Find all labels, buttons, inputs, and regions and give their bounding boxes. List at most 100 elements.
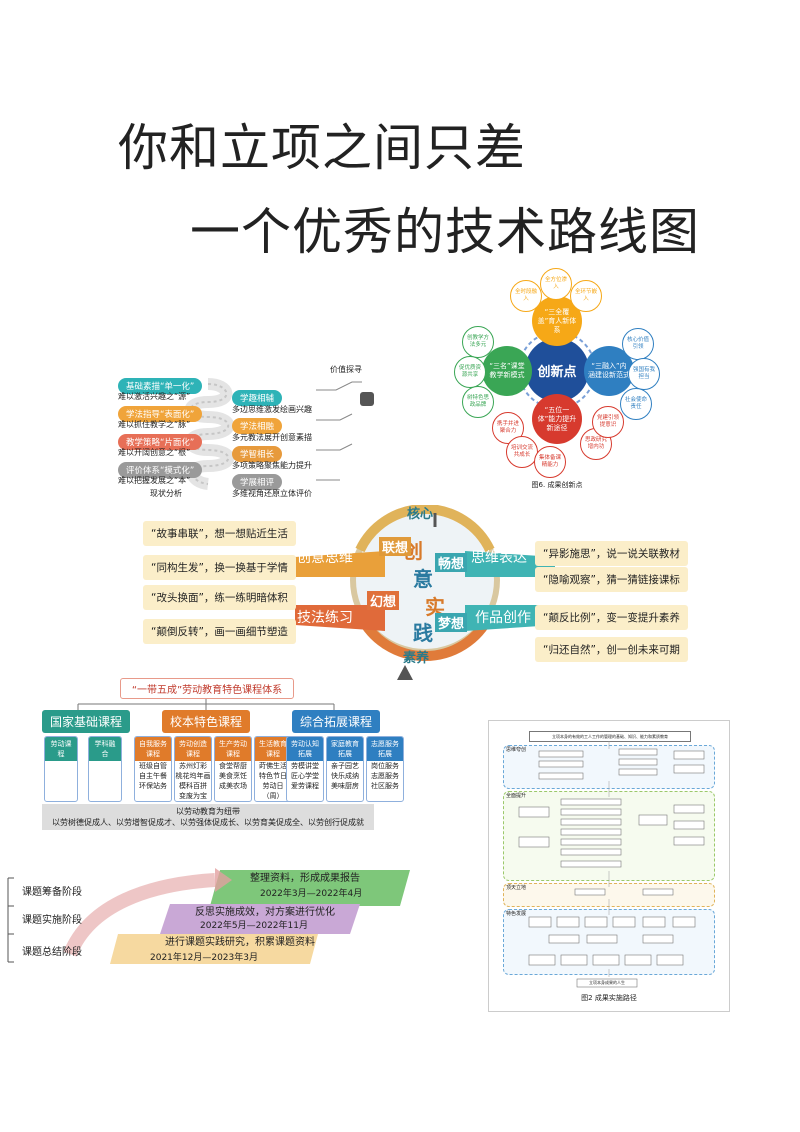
step-3-date: 2021年12月—2023年3月 (150, 953, 258, 963)
flow-section-3-label: 顶天立地 (506, 885, 527, 891)
right-item-2-pill: 学法相融 (232, 418, 283, 434)
top-label: 价值探寻 (330, 365, 362, 374)
label-lianxiang: 联想 (379, 537, 412, 556)
labor-col-item: 特色节日 (259, 772, 287, 780)
right-item-4-sub: 多维视角还原立体评价 (232, 489, 312, 498)
labor-col-head: 劳动课程 (45, 737, 77, 761)
labor-col-extend-1: 劳动认知拓展劳模讲堂匠心学堂爱劳课程 (286, 736, 324, 802)
section-chuangyi: 创意思维 (297, 550, 353, 566)
labor-col-item: 班级自管 (139, 762, 167, 770)
radial-big-circle-2: “三名”课堂教学新模式 (482, 346, 532, 396)
left-item-2-pill: 学法指导“表面化” (118, 406, 203, 422)
stages-graphic (7, 868, 410, 964)
right-box-4: “归还自然”，创一创未来可期 (535, 637, 688, 662)
label-changxiang: 畅想 (435, 553, 468, 572)
labor-col-head: 自我服务课程 (135, 737, 171, 761)
labor-bottom-title: 以劳动教育为纽带 (176, 807, 240, 816)
radial-small-circle-5: 促优质资源共享 (454, 356, 486, 388)
innovation-radial: 创新点 图6. 成果创新点 “三全覆盖”育人新体系“三名”课堂教学新模式“三融入… (452, 268, 662, 493)
labor-col-item: 桃花坞年画 (175, 772, 211, 780)
flow-bottom-box: 立项本身成果的人生 (589, 980, 625, 985)
labor-col-item: 匠心学堂 (291, 772, 319, 780)
labor-col-item: 劳动日（周） (262, 782, 284, 800)
radial-small-circle-4: 创教学方法多元 (462, 326, 494, 358)
labor-col-head: 志愿服务拓展 (367, 737, 403, 761)
radial-small-circle-8: 强国有我担当 (628, 358, 660, 390)
group-basic: 国家基础课程 (42, 710, 131, 733)
labor-col-item: 自主午餐 (139, 772, 167, 780)
labor-col-item: 莳佛生活 (259, 762, 287, 770)
left-box-3: “改头换面”，练一练明暗体积 (143, 585, 296, 610)
labor-col-item: 成美农场 (219, 782, 247, 790)
title-line2: 一个优秀的技术路线图 (190, 203, 700, 261)
labor-col-item: 美味厨房 (331, 782, 359, 790)
labor-col-head: 生活教育课程 (255, 737, 291, 761)
labor-col-item: 爱劳课程 (291, 782, 319, 790)
labor-bottom: 以劳动教育为纽带 以劳树德促成人、以劳增智促成才、以劳强体促成长、以劳育美促成全… (42, 804, 374, 830)
center-char-4: 践 (413, 621, 433, 645)
left-box-4: “颠倒反转”，画一画细节塑造 (143, 619, 296, 644)
flow-section-2-label: 全面提升 (506, 793, 527, 799)
flowchart-panel: 立项本身的有效的工人工作的管理的基础、知识、能力和素质教育 思维夸创 全面提升 … (488, 720, 730, 1012)
right-item-4-pill: 学展相评 (232, 474, 283, 490)
labor-lines (77, 696, 335, 710)
labor-col-item: 苏州灯彩 (179, 762, 207, 770)
labor-col-extend-2: 家庭教育拓展亲子园艺快乐成纳美味厨房 (326, 736, 364, 802)
stage-label-1: 课题筹备阶段 (22, 887, 82, 898)
stages-diagram: 课题筹备阶段 课题实施阶段 课题总结阶段 整理资料，形成成果报告 2022年3月… (0, 864, 420, 974)
labor-col-extend-3: 志愿服务拓展岗位服务志愿服务社区服务 (366, 736, 404, 802)
right-box-3: “颠反比例”，变一变提升素养 (535, 605, 688, 630)
section-siwei: 思维表达 (471, 550, 527, 566)
radial-small-circle-2: 全时段融入 (510, 280, 542, 312)
right-box-1: “异影施思”，说一说关联教材 (535, 541, 688, 566)
flow-caption: 图2 成果实施路径 (581, 994, 637, 1002)
labor-col-head: 生产劳动课程 (215, 737, 251, 761)
creative-top: 核心 (407, 507, 434, 522)
group-extend: 综合拓展课程 (292, 710, 381, 733)
right-item-1-pill: 学趣相辅 (232, 390, 283, 406)
stage-label-2: 课题实施阶段 (22, 915, 82, 926)
labor-col-item: 社区服务 (371, 782, 399, 790)
radial-caption: 图6. 成果创新点 (531, 481, 583, 489)
left-item-3-sub: 难以开阔创意之“根” (118, 448, 191, 457)
labor-col-head: 劳动创造课程 (175, 737, 211, 761)
left-item-1-sub: 难以激活兴趣之“源” (118, 392, 191, 401)
labor-col-item: 亲子园艺 (331, 762, 359, 770)
labor-col-head: 学科融合 (89, 737, 121, 761)
creative-diagram: 核心 素养 创 意 实 践 联想 畅想 幻想 梦想 创意思维 思维表达 技法练习… (135, 505, 695, 680)
labor-col-school-2: 劳动创造课程苏州灯彩桃花坞年画模科百拼变废为宝 (174, 736, 212, 802)
right-item-3-sub: 多项策略聚焦能力提升 (232, 461, 312, 470)
radial-small-circle-9: 社会使命责任 (620, 388, 652, 420)
radial-small-circle-1: 全方位渗入 (540, 268, 572, 300)
labor-col-item: 志愿服务 (371, 772, 399, 780)
sketch-diagram: 价值探寻 现状分析 基础素描“单一化” 难以激活兴趣之“源” 学法指导“表面化”… (90, 362, 380, 502)
right-box-2: “隐喻观察”，猜一猜链接课标 (535, 567, 688, 592)
labor-col-school-3: 生产劳动课程食堂帮厨美食烹饪成美农场 (214, 736, 252, 802)
creative-bottom: 素养 (403, 651, 430, 666)
left-item-2-sub: 难以抓住教学之“脉” (118, 420, 191, 429)
title-line1: 你和立项之间只差 (118, 119, 526, 177)
labor-col-item: 模科百拼 (179, 782, 207, 790)
labor-col-item: 美食烹饪 (219, 772, 247, 780)
labor-col-item: 食堂帮厨 (219, 762, 247, 770)
labor-col-item: 快乐成纳 (331, 772, 359, 780)
radial-big-circle-4: “五位一体”能力提升新途径 (532, 394, 582, 444)
label-mengxiang: 梦想 (435, 613, 468, 632)
right-item-3-pill: 学智相长 (232, 446, 283, 462)
labor-col-item: 变废为宝 (179, 792, 207, 800)
radial-small-circle-12: 集体备课精能力 (534, 446, 566, 478)
left-box-1: “故事串联”，想一想贴近生活 (143, 521, 296, 546)
right-item-1-sub: 多边思维激发绘画兴趣 (232, 405, 312, 414)
labor-col-head: 劳动认知拓展 (287, 737, 323, 761)
center-char-2: 意 (413, 567, 433, 591)
labor-system: “一带五成”劳动教育特色课程体系 国家基础课程 校本特色课程 综合拓展课程 劳动… (38, 676, 404, 830)
step-1-title: 整理资料，形成成果报告 (250, 873, 360, 884)
flow-boxes (518, 741, 705, 988)
group-school: 校本特色课程 (162, 710, 251, 733)
flow-top-box: 立项本身的有效的工人工作的管理的基础、知识、能力和素质教育 (529, 731, 691, 742)
sketch-diagram-lines (184, 378, 374, 490)
radial-small-circle-14: 党建引领提意识 (592, 406, 624, 438)
labor-col-item: 岗位服务 (371, 762, 399, 770)
right-item-2-sub: 多元教法展开创意素描 (232, 433, 312, 442)
section-zuopin: 作品创作 (475, 610, 531, 626)
